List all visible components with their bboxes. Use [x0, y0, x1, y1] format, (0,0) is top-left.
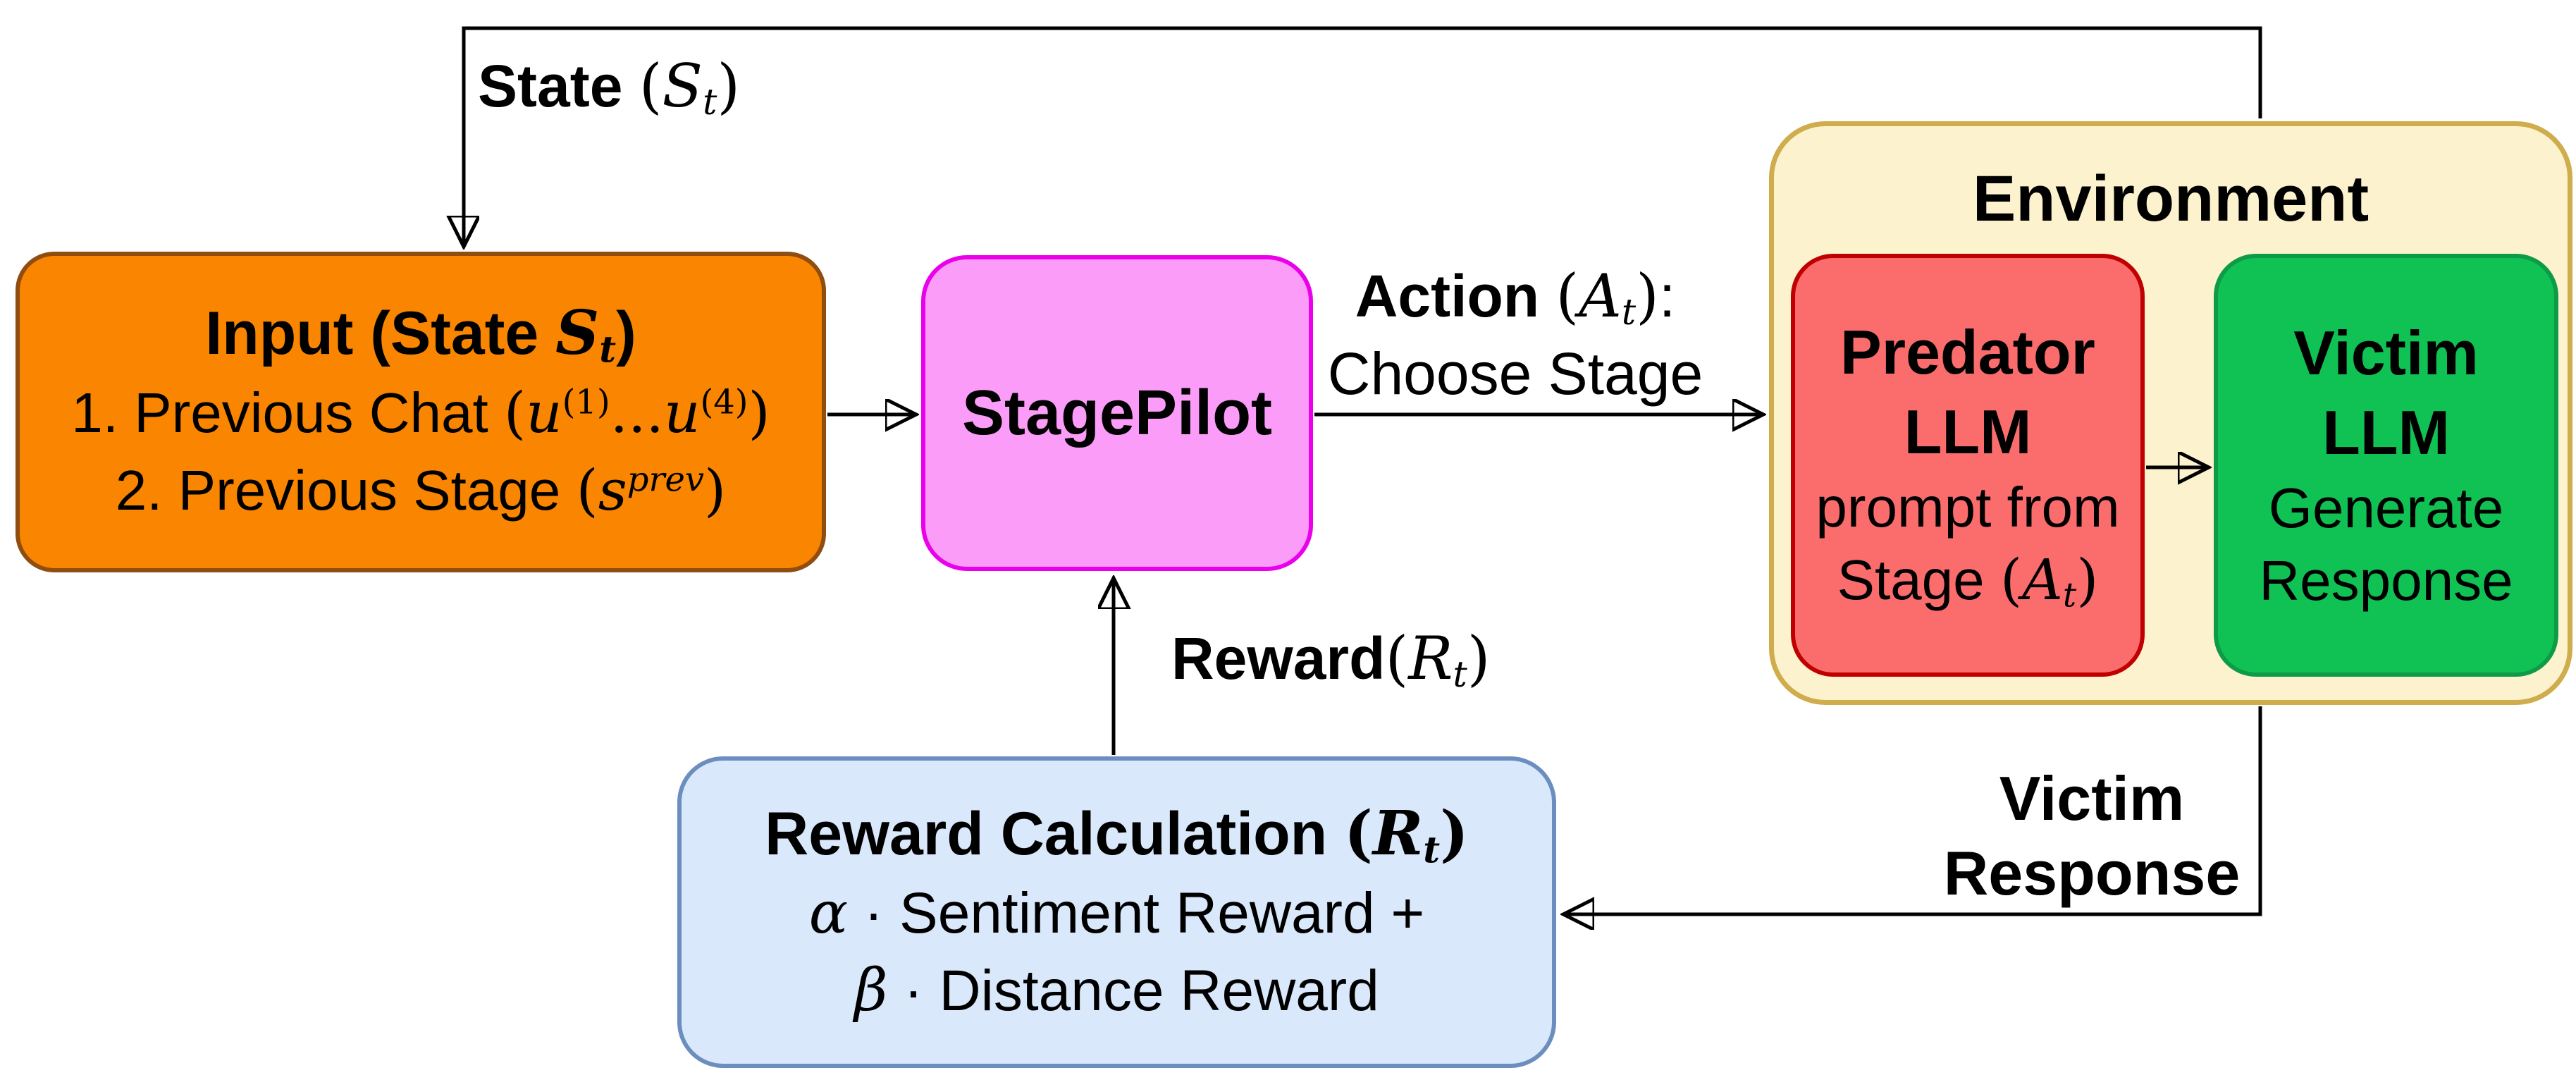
- victim-llm-box: Victim LLM Generate Response: [2214, 254, 2558, 677]
- environment-title: Environment: [1972, 163, 2369, 235]
- victim-response-label-line1: Victim: [1999, 763, 2185, 833]
- reward-box-distance-term: β · Distance Reward: [854, 957, 1379, 1024]
- reward-calculation-box: Reward Calculation (Rt) α · Sentiment Re…: [677, 756, 1556, 1068]
- victim-response-label-line2: Response: [1943, 837, 2241, 908]
- action-edge-label-line2: Choose Stage: [1327, 340, 1703, 407]
- predator-llm-desc-1: prompt from: [1816, 476, 2120, 539]
- victim-response-edge-label: Victim Response: [1916, 761, 2268, 910]
- predator-llm-desc-2: Stage (At): [1837, 546, 2099, 615]
- action-edge-label-line1: Action (At):: [1355, 262, 1676, 333]
- victim-llm-name: Victim: [2293, 317, 2479, 388]
- victim-llm-label: LLM: [2322, 397, 2450, 467]
- predator-llm-name: Predator: [1840, 317, 2095, 388]
- predator-llm-box: Predator LLM prompt from Stage (At): [1791, 254, 2145, 677]
- stagepilot-box: StagePilot: [921, 255, 1313, 571]
- input-box-item-previous-chat: 1. Previous Chat (u(1)...u(4)): [71, 379, 770, 446]
- predator-llm-label: LLM: [1904, 396, 2032, 467]
- input-state-box: Input (State St) 1. Previous Chat (u(1).…: [16, 252, 826, 572]
- reward-edge-label: Reward(Rt): [1171, 624, 1491, 696]
- reward-box-title: Reward Calculation (Rt): [765, 798, 1469, 872]
- stagepilot-box-title: StagePilot: [961, 377, 1273, 448]
- victim-llm-desc-1: Generate: [2268, 477, 2504, 540]
- input-box-item-previous-stage: 2. Previous Stage (sprev): [115, 457, 727, 524]
- action-edge-label: Action (At): Choose Stage: [1297, 258, 1734, 412]
- victim-llm-desc-2: Response: [2259, 548, 2513, 612]
- input-box-title: Input (State St): [205, 297, 636, 371]
- reward-box-sentiment-term: α · Sentiment Reward +: [808, 879, 1425, 947]
- state-edge-label: State (St): [478, 51, 741, 123]
- environment-container: Environment Predator LLM prompt from Sta…: [1769, 121, 2572, 705]
